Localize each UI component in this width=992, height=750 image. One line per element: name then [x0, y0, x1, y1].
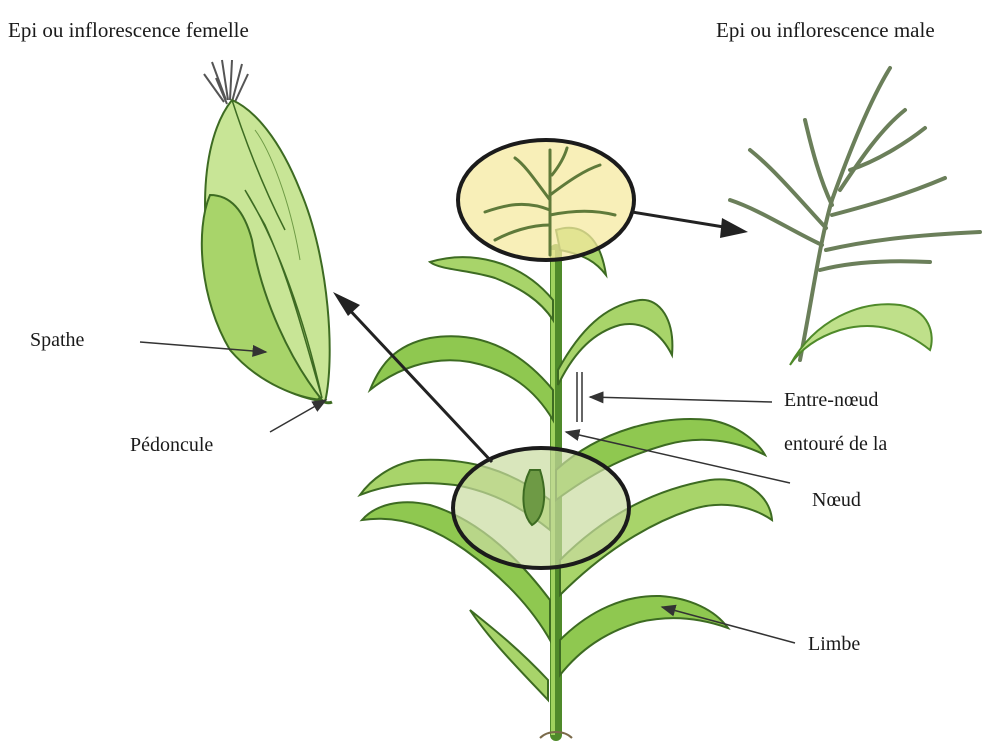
tassel-highlight: [458, 140, 634, 260]
silk-tuft: [204, 60, 248, 104]
label-pedoncule: Pédoncule: [130, 435, 213, 455]
label-noeud: Nœud: [812, 490, 861, 510]
female-inflorescence-title: Epi ou inflorescence femelle: [8, 20, 249, 41]
leader-pedoncule: [270, 400, 326, 432]
leader-entre-noeud: [577, 372, 772, 422]
arrow-to-male-tassel: [632, 212, 748, 238]
male-tassel: [730, 68, 980, 365]
arrow-to-female-ear: [333, 292, 492, 462]
label-limbe: Limbe: [808, 634, 860, 654]
label-entre-noeud: Entre-nœud: [784, 390, 878, 410]
label-spathe: Spathe: [30, 330, 84, 350]
female-ear: [202, 60, 332, 403]
male-inflorescence-title: Epi ou inflorescence male: [716, 20, 935, 41]
label-entre-noeud-line2: entouré de la: [784, 434, 887, 454]
leader-limbe: [662, 607, 795, 643]
